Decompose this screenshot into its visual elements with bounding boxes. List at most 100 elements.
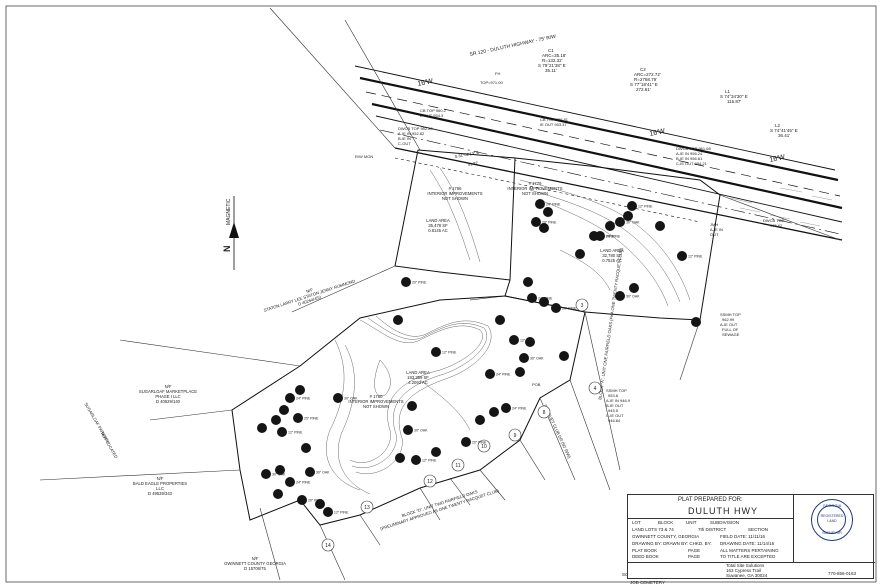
svg-text:TOP=971.00: TOP=971.00 — [480, 80, 503, 85]
tree-icon — [411, 455, 421, 465]
storm-notes: CB TOP 960.2 E OUT 954.3 DWCB TOP 952.80… — [355, 71, 785, 423]
svg-text:C2: C2 — [640, 67, 646, 72]
tree-icon — [403, 425, 413, 435]
svg-text:976.62: 976.62 — [770, 223, 783, 228]
firm-address: 163 Cypress Trail — [726, 568, 762, 573]
svg-text:962.99: 962.99 — [722, 317, 735, 322]
tree-label: 12" PINE — [638, 205, 653, 209]
svg-text:A-IE IN 956.24: A-IE IN 956.24 — [676, 151, 703, 156]
svg-text:PHASE I LLC: PHASE I LLC — [155, 394, 180, 399]
svg-text:N/F: N/F — [252, 556, 259, 561]
job-label: JOB CEMETERY — [630, 580, 665, 585]
tree-icon — [501, 403, 511, 413]
parcel-b-labels: # 1779 INTERIOR IMPROVEMENTS NOT SHOWN L… — [507, 181, 624, 263]
tree-icon — [295, 385, 305, 395]
svg-text:35.11': 35.11' — [545, 68, 557, 73]
svg-text:LAND AREA: LAND AREA — [406, 370, 430, 375]
svg-text:INTERIOR IMPROVEMENTS: INTERIOR IMPROVEMENTS — [507, 186, 562, 191]
tree-label: 24" PINE — [296, 481, 311, 485]
svg-text:0.8145 AC: 0.8145 AC — [428, 228, 448, 233]
svg-text:A-IE IN 946.9: A-IE IN 946.9 — [606, 398, 631, 403]
tree-icon — [575, 249, 585, 259]
svg-text:OUT: OUT — [710, 232, 719, 237]
svg-text:C1: C1 — [548, 48, 554, 53]
tb-row3-a: GWINNETT COUNTY, GEORGIA — [632, 534, 700, 539]
tree-label: 20" PINE — [412, 281, 427, 285]
curve-l2: L2 S 74°41'45" E 36.41' — [770, 123, 798, 138]
tb-row6-a: DEED BOOK — [632, 554, 659, 559]
title-block: PLAT PREPARED FOR: DULUTH HWY LOT BLOCK … — [627, 494, 875, 579]
svg-text:L2: L2 — [775, 123, 781, 128]
svg-text:S 74°41'45" E: S 74°41'45" E — [770, 128, 798, 133]
svg-text:SSMH TOP: SSMH TOP — [606, 388, 627, 393]
tree-icon — [315, 499, 325, 509]
svg-text:DWCB TOP 952.80: DWCB TOP 952.80 — [398, 126, 433, 131]
parcel-a-labels: # 1766 INTERIOR IMPROVEMENTS NOT SHOWN L… — [426, 186, 483, 233]
tree-icon — [551, 303, 561, 313]
svg-text:NOT SHOWN: NOT SHOWN — [522, 191, 548, 196]
svg-text:N/F: N/F — [306, 287, 314, 294]
tree-icon — [475, 415, 485, 425]
svg-text:SUGARLOAF MARKETPLACE: SUGARLOAF MARKETPLACE — [139, 389, 197, 394]
tree-label: 24" PINE — [296, 397, 311, 401]
tree-icon — [595, 231, 605, 241]
tree-label: 30" OAK — [626, 221, 640, 225]
lot-circle — [537, 405, 551, 419]
svg-text:S 79°21'38" E: S 79°21'38" E — [538, 63, 566, 68]
tree-icon — [523, 277, 533, 287]
tree-label: 20" PINE — [472, 441, 487, 445]
svg-text:NOT LOCATED: NOT LOCATED — [100, 431, 119, 459]
tree-label: 30" OAK — [316, 471, 330, 475]
svg-text:N/F: N/F — [165, 384, 172, 389]
tree-icon — [509, 335, 519, 345]
svg-text:36.41': 36.41' — [778, 133, 790, 138]
svg-text:CB TOP 960.2: CB TOP 960.2 — [420, 108, 447, 113]
tree-icon — [527, 293, 537, 303]
tree-icon — [615, 291, 625, 301]
svg-text:D 49539/343: D 49539/343 — [148, 491, 173, 496]
firm-phone: 770-856-0163 — [828, 571, 857, 576]
svg-text:# 1760: # 1760 — [370, 394, 383, 399]
svg-text:B-IE IN 956.81: B-IE IN 956.81 — [676, 156, 703, 161]
lot-number-labels: 3 8 9 10 11 12 13 14 4 — [325, 303, 596, 549]
svg-text:14: 14 — [325, 543, 331, 549]
tree-icon — [271, 415, 281, 425]
sheet-border — [5, 5, 877, 583]
svg-text:INTERIOR IMPROVEMENTS: INTERIOR IMPROVEMENTS — [348, 399, 403, 404]
svg-text:R=2768.79': R=2768.79' — [634, 77, 657, 82]
adjoining-lines — [39, 7, 841, 581]
tree-icon — [395, 453, 405, 463]
svg-text:12: 12 — [427, 479, 433, 485]
tree-icon — [489, 407, 499, 417]
tree-icon — [495, 315, 505, 325]
svg-text:C-IE OUT: C-IE OUT — [606, 413, 624, 418]
tree-label: 30" OAK — [272, 473, 286, 477]
tree-icon — [691, 317, 701, 327]
tree-icon — [629, 283, 639, 293]
tb-row4-a: DRAWING BY: DRAWN BY: CHKD. BY: — [632, 541, 712, 546]
tree-label: 24" PINE — [496, 373, 511, 377]
svg-text:INTERIOR IMPROVEMENTS: INTERIOR IMPROVEMENTS — [427, 191, 482, 196]
svg-text:# 1766: # 1766 — [449, 186, 462, 191]
tree-label: 12" PINE — [688, 255, 703, 259]
svg-text:NOT SHOWN: NOT SHOWN — [363, 404, 389, 409]
tree-label: 24" PINE — [512, 407, 527, 411]
svg-text:D 15706/75: D 15706/75 — [244, 566, 266, 571]
lot-circle — [588, 381, 602, 395]
lot-circle — [477, 439, 491, 453]
tree-icon — [323, 507, 333, 517]
tree-icon — [655, 221, 665, 231]
tree-icon — [393, 315, 403, 325]
tb-row5-b: PAGE — [688, 548, 701, 553]
firm-city: Suwanee, GA 30024 — [726, 573, 768, 578]
tb-row1-b: BLOCK — [658, 520, 674, 525]
tree-icon — [273, 489, 283, 499]
tree-label: 30" OAK — [626, 295, 640, 299]
tree-icon — [407, 401, 417, 411]
lot-circle — [360, 500, 374, 514]
svg-text:# 1779: # 1779 — [529, 181, 542, 186]
svg-text:BLOCK "A", UNIT ONE FAIRFIELD: BLOCK "A", UNIT ONE FAIRFIELD OAKS (FKA … — [597, 247, 623, 400]
tb-row5-a: PLAT BOOK — [632, 548, 658, 553]
svg-text:953.8: 953.8 — [608, 393, 619, 398]
